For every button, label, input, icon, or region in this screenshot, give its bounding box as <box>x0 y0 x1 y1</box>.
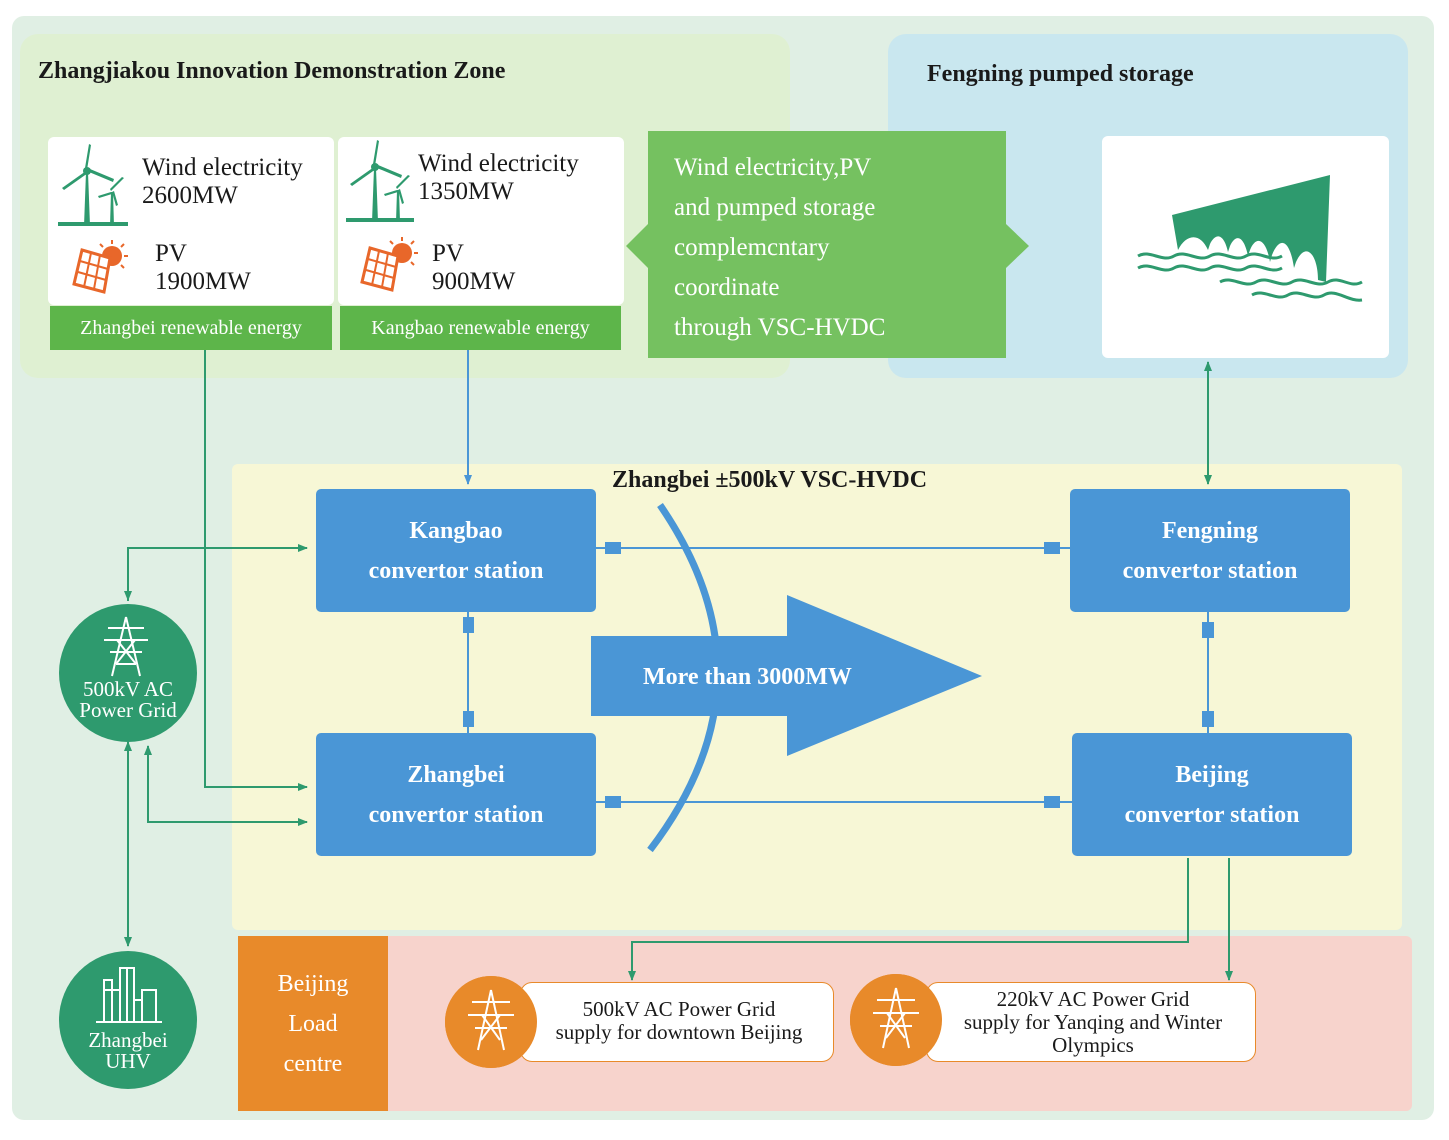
callout-line-5: through VSC-HVDC <box>674 314 886 341</box>
dc-terminal <box>605 542 621 554</box>
ac-grid-circle <box>59 604 197 742</box>
dc-terminals <box>463 542 1214 808</box>
fengning-station-type: convertor station <box>1122 557 1298 584</box>
callout-line-2: and pumped storage <box>674 194 876 221</box>
kangbao-station-type: convertor station <box>368 557 544 584</box>
fengning-storage-card <box>1102 136 1389 358</box>
zhangbei-wind-label: Wind electricity <box>142 154 303 181</box>
zhangjiakou-zone-title: Zhangjiakou Innovation Demonstration Zon… <box>38 58 506 84</box>
fengning-zone-title: Fengning pumped storage <box>927 61 1194 87</box>
kangbao-pv-value: 900MW <box>432 268 516 295</box>
kangbao-renewable-label: Kangbao renewable energy <box>340 306 621 350</box>
solar-panel-icon <box>72 240 128 294</box>
load-centre-line-1: Beijing <box>277 970 349 997</box>
beijing-load-centre: Beijing Load centre <box>238 936 388 1111</box>
dc-terminal <box>605 796 621 808</box>
ac-grid-label-line-1: 500kV AC <box>82 677 174 701</box>
beijing-convertor-station: Beijing convertor station <box>1072 733 1352 856</box>
supply-500kv-text: 500kV AC Power Grid supply for downtown … <box>534 998 824 1044</box>
supply-220kv-line-2: supply for Yanqing and Winter <box>963 1010 1223 1034</box>
zhangbei-pv-label: PV <box>155 240 187 267</box>
callout-line-3: complemcntary <box>674 234 830 261</box>
supply-220kv-circle <box>850 974 942 1066</box>
zhangbei-pv-value: 1900MW <box>155 268 251 295</box>
callout-line-1: Wind electricity,PV <box>674 154 872 181</box>
ac-grid-label-line-2: Power Grid <box>79 698 177 722</box>
supply-500kv-box <box>520 982 834 1062</box>
fengning-convertor-station: Fengning convertor station <box>1070 489 1350 612</box>
supply-500kv-circle <box>445 976 537 1068</box>
uhv-label-line-2: UHV <box>105 1049 151 1073</box>
wind-turbine-icon <box>346 140 414 222</box>
supply-500kv-line-2: supply for downtown Beijing <box>555 1020 803 1044</box>
dc-terminal <box>1202 711 1214 727</box>
wind-turbine-icon <box>58 144 128 226</box>
zhangbei-station-name: Zhangbei <box>407 761 505 788</box>
zhangbei-convertor-station: Zhangbei convertor station <box>316 733 596 856</box>
ac-grid-label: 500kV AC Power Grid <box>59 679 197 721</box>
kangbao-pv-label: PV <box>432 240 464 267</box>
dam-icon <box>1137 175 1363 302</box>
supply-500kv-line-1: 500kV AC Power Grid <box>582 997 776 1021</box>
supply-220kv-box <box>926 982 1256 1062</box>
beijing-station-type: convertor station <box>1124 801 1300 828</box>
transmission-tower-icon <box>873 987 919 1049</box>
zhangbei-station-type: convertor station <box>368 801 544 828</box>
beijing-station-name: Beijing <box>1175 761 1249 788</box>
callout-shape <box>626 131 1029 358</box>
callout-line-4: coordinate <box>674 274 780 301</box>
supply-220kv-line-1: 220kV AC Power Grid <box>996 987 1190 1011</box>
uhv-substation-icon <box>96 967 162 1023</box>
solar-panel-icon <box>360 237 418 292</box>
zhangbei-re-to-zhangbei-station-line <box>204 350 308 791</box>
dc-terminal <box>463 711 474 727</box>
power-flow-label: More than 3000MW <box>643 664 852 690</box>
supply-220kv-text: 220kV AC Power Grid supply for Yanqing a… <box>938 988 1248 1057</box>
dc-terminal <box>463 617 474 633</box>
beijing-to-500kv-supply-line <box>628 858 1189 981</box>
dc-terminal <box>1044 542 1060 554</box>
hvdc-zone-title: Zhangbei ±500kV VSC-HVDC <box>612 467 928 493</box>
transmission-tower-icon <box>468 989 514 1051</box>
transmission-tower-icon <box>104 616 148 677</box>
callout-text: Wind electricity,PV and pumped storage c… <box>674 148 885 348</box>
load-centre-line-2: Load <box>288 1010 338 1037</box>
zhangbei-wind-value: 2600MW <box>142 182 238 209</box>
fengning-station-name: Fengning <box>1161 517 1259 544</box>
kangbao-wind-value: 1350MW <box>418 178 514 205</box>
dc-terminal <box>1044 796 1060 808</box>
kangbao-station-name: Kangbao <box>409 517 503 544</box>
kangbao-wind-label: Wind electricity <box>418 150 579 177</box>
kangbao-convertor-station: Kangbao convertor station <box>316 489 596 612</box>
power-flow-arrow <box>591 595 982 756</box>
zhangbei-renewable-label: Zhangbei renewable energy <box>50 306 332 350</box>
dc-terminal <box>1202 622 1214 638</box>
load-centre-line-3: centre <box>283 1050 343 1077</box>
uhv-label-line-1: Zhangbei <box>88 1028 168 1052</box>
supply-220kv-line-3: Olympics <box>1052 1033 1134 1057</box>
uhv-label: Zhangbei UHV <box>59 1030 197 1072</box>
